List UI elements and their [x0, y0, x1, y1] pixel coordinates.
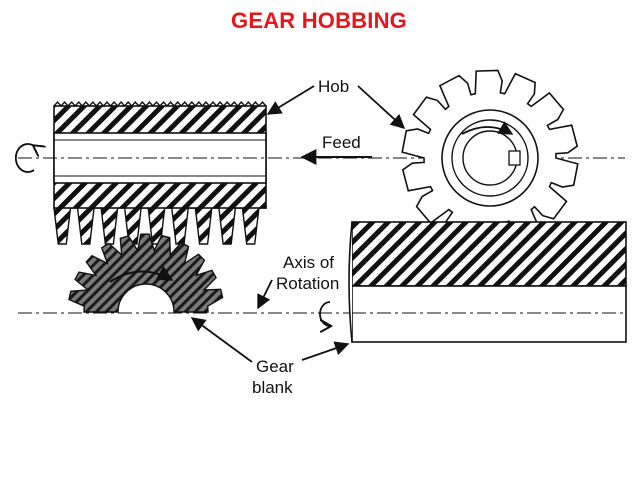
page-title: GEAR HOBBING — [231, 8, 407, 33]
feed-label: Feed — [322, 133, 361, 152]
hob-cylinder — [18, 100, 267, 245]
axis-of-rotation-label-line2: Rotation — [276, 274, 339, 293]
gear-blank — [68, 233, 224, 313]
axis-of-rotation-label-line1: Axis of — [283, 253, 334, 272]
axis-leader-arrow — [257, 279, 273, 310]
workpiece-rotation-arrow-icon — [319, 301, 330, 326]
hob-leader-right — [357, 85, 406, 129]
gear-blank-leader-left — [190, 317, 253, 363]
gear-blank-label-line2: blank — [252, 378, 293, 397]
gear-blank-label-line1: Gear — [256, 357, 294, 376]
hob-rotation-arrow-icon — [14, 143, 34, 173]
hob-cutter-wheel — [401, 69, 579, 247]
workpiece-block — [348, 221, 627, 343]
gear-blank-leader-right — [301, 341, 350, 361]
hob-label: Hob — [318, 77, 349, 96]
hob-leader-left — [266, 85, 315, 115]
